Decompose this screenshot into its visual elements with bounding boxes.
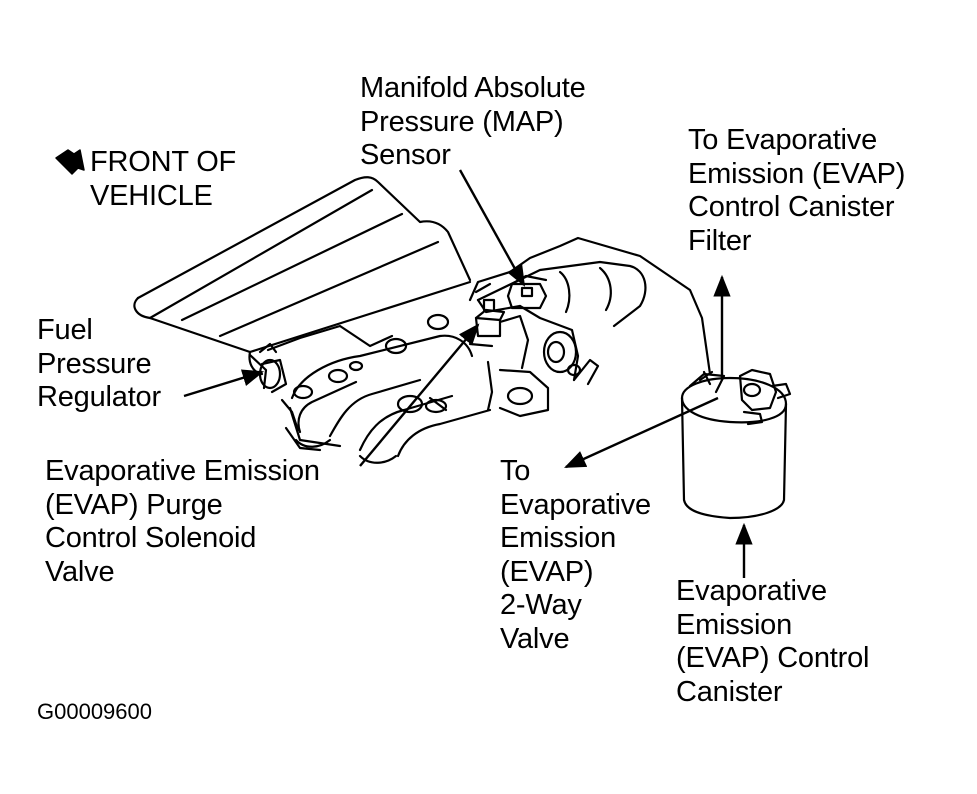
canister-label: Evaporative Emission (EVAP) Control Cani… bbox=[676, 575, 870, 708]
purge-solenoid-leader bbox=[359, 323, 480, 467]
engine-cover bbox=[133, 176, 472, 376]
plenum bbox=[468, 260, 647, 418]
canister-filter-label: To Evaporative Emission (EVAP) Control C… bbox=[688, 124, 906, 257]
front-arrow-icon bbox=[55, 149, 85, 175]
map-sensor bbox=[506, 274, 548, 310]
fuel-pressure-regulator bbox=[258, 342, 288, 394]
evap-canister bbox=[680, 368, 792, 520]
map-leader bbox=[458, 169, 526, 287]
intake-manifold bbox=[248, 313, 492, 464]
map-sensor-label: Manifold Absolute Pressure (MAP) Sensor bbox=[360, 72, 586, 171]
purge-solenoid bbox=[474, 298, 506, 338]
fuel-regulator-leader bbox=[183, 369, 265, 398]
two-way-valve-label: To Evaporative Emission (EVAP) 2-Way Val… bbox=[500, 455, 651, 655]
figure-code: G00009600 bbox=[37, 699, 152, 724]
front-of-vehicle-label: FRONT OF VEHICLE bbox=[90, 146, 237, 212]
two-way-valve-leader bbox=[564, 396, 719, 469]
fuel-pressure-regulator-label: Fuel Pressure Regulator bbox=[37, 314, 161, 413]
purge-solenoid-label: Evaporative Emission (EVAP) Purge Contro… bbox=[45, 455, 320, 588]
